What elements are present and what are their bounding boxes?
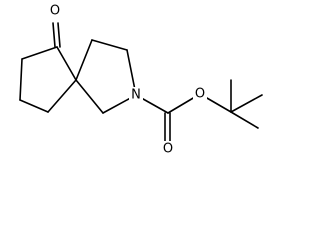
ketone-double-bond: [52, 22, 61, 48]
bond-ketone-a: [52, 22, 56, 48]
bond-c6-c7: [91, 39, 128, 51]
bond-c2-c3: [19, 58, 23, 101]
bond-spiro-c6: [75, 39, 93, 81]
bond-c9-spiro: [75, 79, 104, 114]
bond-tert-c-methyl-bottom: [230, 111, 259, 129]
ester-ether-oxygen-label: O: [195, 87, 205, 102]
pyrrolidine-ring: [75, 39, 137, 114]
bond-c3-c4: [19, 99, 49, 113]
ring-nitrogen-label: N: [131, 88, 141, 103]
ester-carbonyl-oxygen-label: O: [163, 142, 173, 157]
ketone-oxygen-label: O: [50, 4, 60, 19]
cyclopentanone-ring: [19, 46, 77, 113]
atom-ketone-oxygen: O: [48, 3, 62, 19]
bond-ketone-b: [57, 22, 61, 48]
bond-tert-c-methyl-right: [230, 94, 263, 113]
atom-ester-carbonyl-oxygen: O: [161, 141, 175, 157]
molecule-structure-diagram: O N O O: [19, 3, 263, 157]
bond-c1-c2: [21, 46, 58, 60]
bond-c4-spiro: [47, 79, 77, 113]
atom-ring-nitrogen: N: [129, 87, 143, 103]
atom-ester-ether-oxygen: O: [193, 86, 207, 102]
bond-spiro-c1: [56, 46, 77, 81]
